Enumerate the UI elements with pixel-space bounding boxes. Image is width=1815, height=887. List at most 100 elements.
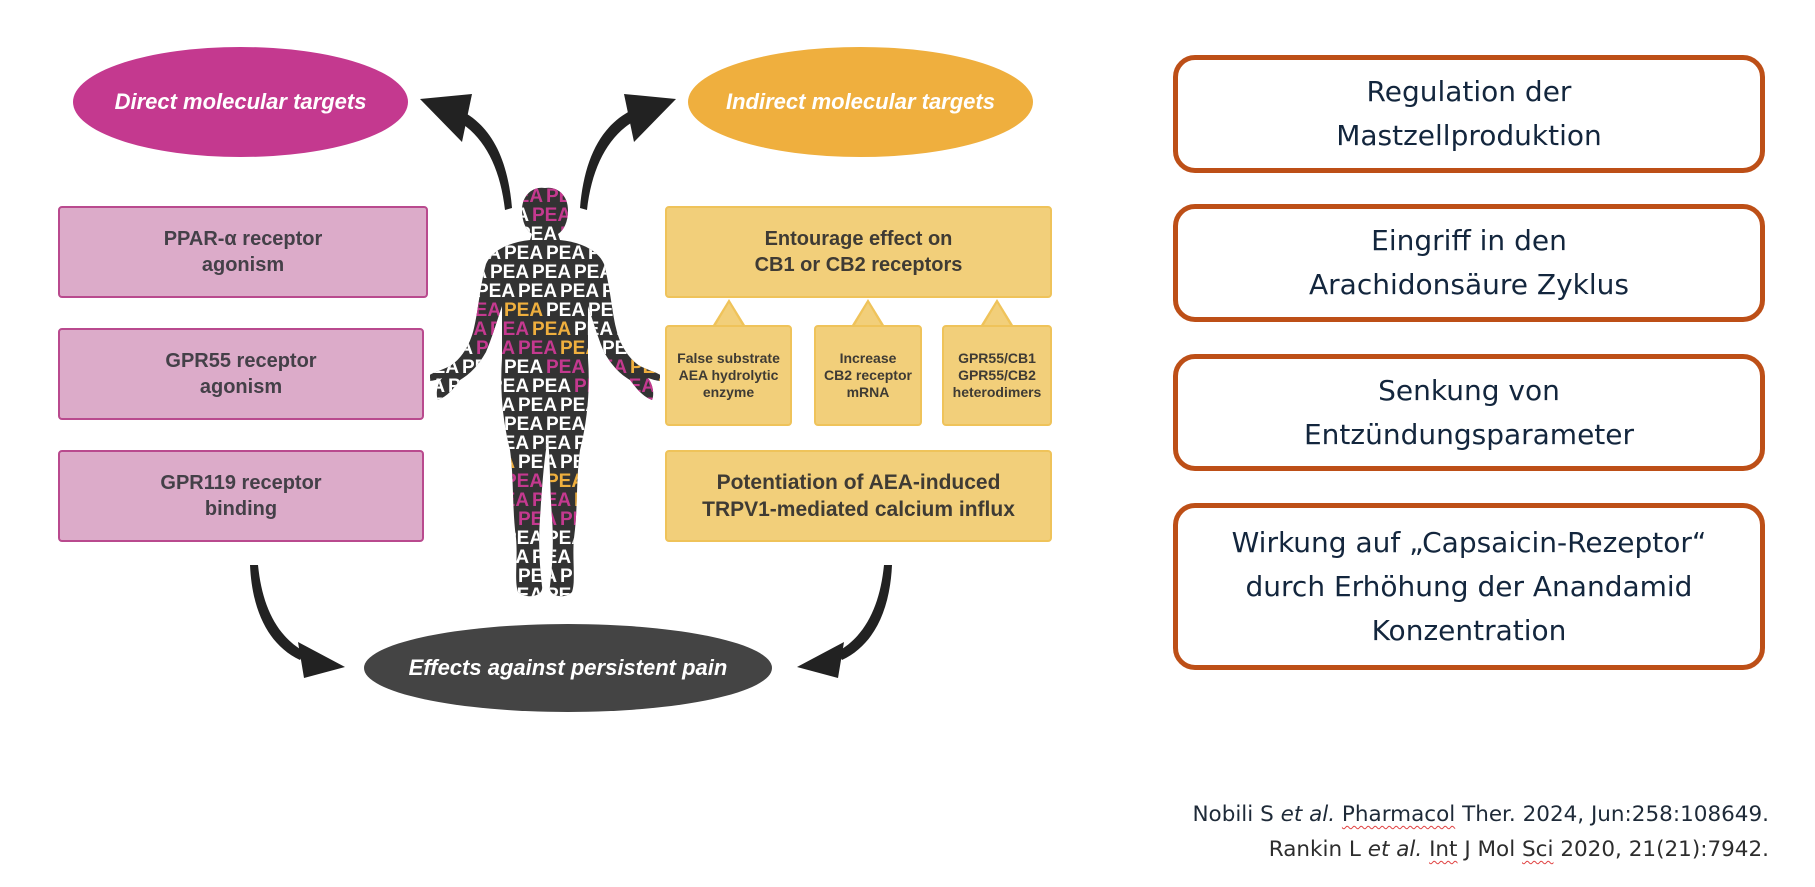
- pea-word: PEA: [430, 414, 459, 435]
- direct-target-box: PPAR-α receptor agonism: [58, 206, 428, 298]
- ref-journal-c: Sci: [1522, 837, 1554, 862]
- pea-word: PEA: [476, 566, 515, 587]
- mechanism-line2: Mastzellproduktion: [1336, 119, 1602, 152]
- effects-label: Effects against persistent pain: [408, 655, 728, 680]
- pea-word: PEA: [434, 338, 473, 359]
- pea-word: PEA: [430, 224, 431, 245]
- pea-word: PEA: [490, 205, 529, 226]
- pea-word: PEA: [448, 262, 487, 283]
- pea-word: PEA: [616, 433, 655, 454]
- pea-word: PEA: [462, 528, 501, 549]
- pea-word: PEA: [546, 186, 585, 207]
- pea-word: PEA: [430, 262, 445, 283]
- pea-word: PEA: [430, 186, 459, 207]
- mechanism-box: Wirkung auf „Capsaicin-Rezeptor“ durch E…: [1173, 503, 1765, 670]
- pea-word: PEA: [504, 186, 543, 207]
- connector-triangle: [852, 299, 884, 325]
- pea-word: PEA: [434, 224, 473, 245]
- arrow-head-left-effects: [298, 642, 345, 678]
- ref-etal: et al.: [1367, 837, 1423, 862]
- pea-word: PEA: [574, 319, 613, 340]
- pea-word: PEA: [588, 585, 627, 600]
- pea-word: PEA: [448, 205, 487, 226]
- mechanism-line2: Entzündungsparameter: [1303, 417, 1635, 451]
- reference-rankin: Rankin L et al. Int J Mol Sci 2020, 21(2…: [1269, 837, 1769, 862]
- mechanism-line3: Konzentration: [1371, 613, 1567, 647]
- pea-word: PEA: [644, 395, 660, 416]
- pea-word: PEA: [430, 338, 431, 359]
- pea-word: PEA: [658, 319, 660, 340]
- pea-word: PEA: [532, 319, 571, 340]
- pea-word: PEA: [602, 338, 641, 359]
- sub-line1: Increase: [839, 350, 897, 366]
- pea-word: PEA: [430, 243, 459, 264]
- pea-word: PEA: [518, 281, 557, 302]
- sub-line3: mRNA: [846, 384, 890, 400]
- pea-word: PEA: [560, 281, 599, 302]
- pea-word: PEA: [546, 528, 585, 549]
- sub-line2: GPR55/CB2: [958, 367, 1036, 383]
- pea-word: PEA: [644, 281, 660, 302]
- pea-word: PEA: [434, 452, 473, 473]
- ref-etal: et al.: [1280, 802, 1336, 827]
- pea-word: PEA: [546, 585, 585, 600]
- effects-against-pain-node: Effects against persistent pain: [364, 624, 772, 712]
- pea-word: PEA: [574, 547, 613, 568]
- pea-word: PEA: [504, 414, 543, 435]
- pea-word: PEA: [616, 262, 655, 283]
- ref-journal-a: Int: [1429, 837, 1458, 862]
- direct-target-line1: PPAR-α receptor: [163, 228, 323, 250]
- pea-word: PEA: [602, 395, 641, 416]
- entourage-effect-box: Entourage effect on CB1 or CB2 receptors: [665, 206, 1052, 298]
- ref-journal: Pharmacol: [1341, 802, 1456, 827]
- pea-word: PEA: [658, 376, 660, 397]
- connector-triangle: [713, 299, 745, 325]
- pea-word: PEA: [434, 509, 473, 530]
- reference-nobili: Nobili S et al. Pharmacol Ther. 2024, Ju…: [1192, 802, 1769, 827]
- direct-target-box: GPR119 receptor binding: [58, 450, 424, 542]
- pea-word: PEA: [462, 243, 501, 264]
- pea-word: PEA: [518, 452, 557, 473]
- pea-word: PEA: [588, 300, 627, 321]
- pea-word: PEA: [574, 376, 613, 397]
- pea-word: PEA: [658, 490, 660, 511]
- direct-target-box: GPR55 receptor agonism: [58, 328, 424, 420]
- pea-word: PEA: [574, 262, 613, 283]
- pea-word: PEA: [430, 300, 459, 321]
- trpv1-line1: Potentiation of AEA-induced: [716, 471, 1001, 494]
- mechanism-line1: Wirkung auf „Capsaicin-Rezeptor“: [1231, 525, 1707, 559]
- indirect-sub-box: False substrate AEA hydrolytic enzyme: [665, 325, 792, 426]
- pea-word: PEA: [644, 566, 660, 587]
- pea-word: PEA: [658, 547, 660, 568]
- pea-word: PEA: [476, 452, 515, 473]
- pea-word: PEA: [448, 433, 487, 454]
- pea-word: PEA: [616, 376, 655, 397]
- pea-word: PEA: [588, 186, 627, 207]
- pea-word: PEA: [560, 452, 599, 473]
- pea-word: PEA: [588, 414, 627, 435]
- pea-word: PEA: [504, 357, 543, 378]
- pea-word: PEA: [532, 547, 571, 568]
- arrow-head-direct: [420, 94, 472, 142]
- pea-word: PEA: [574, 205, 613, 226]
- pea-word: PEA: [462, 471, 501, 492]
- trpv1-line2: TRPV1-mediated calcium influx: [702, 498, 1015, 521]
- pea-word: PEA: [490, 547, 529, 568]
- connector-triangle: [981, 299, 1013, 325]
- pea-word: PEA: [434, 566, 473, 587]
- pea-word: PEA: [560, 509, 599, 530]
- pea-word: PEA: [490, 376, 529, 397]
- pea-word: PEA: [602, 452, 641, 473]
- direct-target-line1: GPR119 receptor: [160, 472, 322, 494]
- entourage-line1: Entourage effect on: [764, 228, 953, 250]
- pea-word: PEA: [630, 471, 660, 492]
- direct-target-line2: agonism: [199, 376, 283, 398]
- pea-word: PEA: [430, 395, 431, 416]
- pea-word: PEA: [658, 433, 660, 454]
- direct-targets-label: Direct molecular targets: [114, 89, 367, 114]
- pea-word: PEA: [448, 319, 487, 340]
- pea-word: PEA: [476, 395, 515, 416]
- pea-word: PEA: [462, 300, 501, 321]
- pea-word: PEA: [560, 224, 599, 245]
- mechanism-box: Senkung von Entzündungsparameter: [1173, 354, 1765, 471]
